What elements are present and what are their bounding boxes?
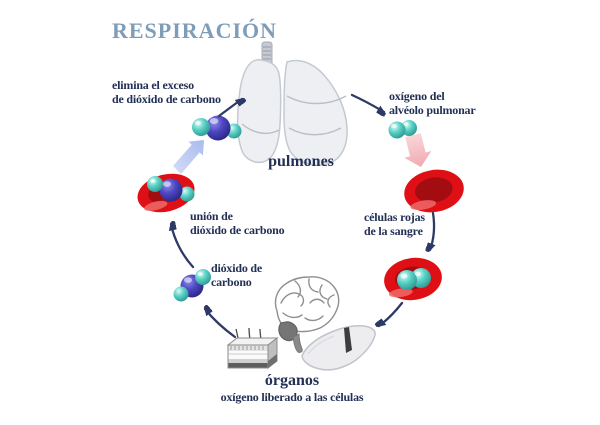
left-lung: [236, 59, 282, 164]
label-oxigeno-liberado: oxígeno liberado a las células: [220, 390, 364, 404]
right-lung: [283, 59, 348, 166]
arrow-co2-to-lungs: [217, 99, 242, 118]
label-celulas-rojas: células rojas de la sangre: [364, 210, 425, 239]
label-elimina-exceso-co2: elimina el exceso de dióxido de carbono: [112, 78, 221, 107]
o2-molecule-in-cell: [397, 268, 431, 290]
skin-tissue-illustration: [226, 327, 279, 370]
label-oxigeno-alveolo: oxígeno del alvéolo pulmonar: [389, 89, 476, 118]
co2-molecule-from-organs: [173, 269, 211, 302]
red-blood-cell-co2: [137, 173, 195, 213]
exhale-arrow: [173, 140, 204, 174]
co2-molecule-to-lungs: [192, 115, 242, 141]
arrow-cell-to-organs: [379, 301, 404, 326]
red-blood-cell-oxygen: [384, 257, 442, 301]
brainstem: [292, 333, 303, 353]
o2-molecule-alveolus: [388, 120, 417, 139]
arrow-cells-down: [430, 211, 434, 250]
liver-illustration: [301, 325, 376, 371]
arrow-organs-to-co2: [205, 309, 237, 339]
lungs-illustration: [236, 41, 348, 166]
diagram-title: RESPIRACIÓN: [112, 18, 278, 43]
label-union-co2: unión de dióxido de carbono: [190, 209, 285, 238]
inhale-oxygen-arrow: [404, 133, 432, 167]
co2-molecule-in-cell: [147, 176, 195, 202]
arrow-co2-to-cell: [171, 224, 195, 269]
label-organos: órganos: [264, 372, 320, 389]
brain-illustration: [274, 276, 340, 353]
red-blood-cell-empty: [404, 169, 464, 213]
arrow-lungs-to-oxygen: [350, 93, 384, 112]
label-dioxido-carbono: dióxido de carbono: [211, 261, 263, 290]
label-pulmones: pulmones: [268, 153, 334, 170]
